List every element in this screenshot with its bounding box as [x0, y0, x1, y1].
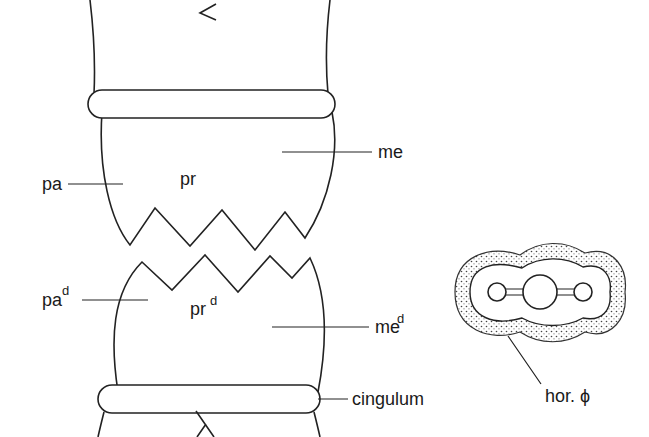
superscript: d — [210, 294, 217, 307]
section-outer — [455, 243, 625, 341]
cusp-label: pr — [190, 300, 206, 318]
lower-root-mark — [196, 411, 214, 437]
cusp-label: pa — [42, 175, 62, 193]
cusp-label: pr — [180, 170, 196, 188]
upper-root — [90, 0, 330, 94]
part-label: cingulum — [352, 390, 424, 408]
upper-crown — [101, 112, 334, 250]
cusp-label: pa — [42, 291, 62, 309]
section-node — [488, 283, 506, 301]
superscript: d — [397, 312, 404, 325]
lower-crown — [114, 255, 325, 392]
section-label: hor. ϕ — [545, 387, 590, 405]
section-center — [523, 275, 557, 309]
cusp-label: me — [375, 318, 400, 336]
lower-root — [98, 412, 320, 437]
upper-cingulum — [88, 90, 335, 118]
lower-cingulum — [98, 385, 320, 413]
superscript: d — [62, 284, 69, 297]
section-inner — [470, 259, 610, 326]
section-node — [574, 283, 592, 301]
cusp-label: me — [378, 143, 403, 161]
upper-root-mark — [200, 4, 216, 20]
